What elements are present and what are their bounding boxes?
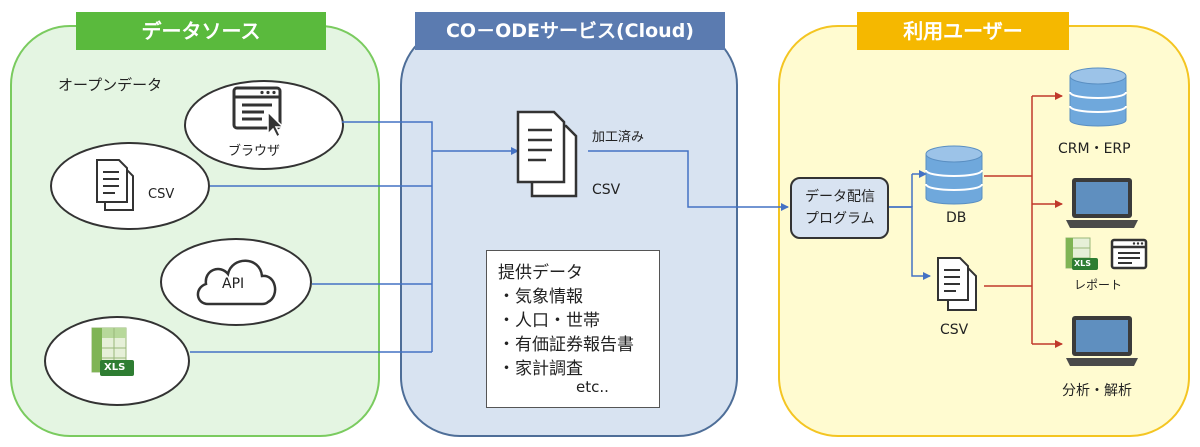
processed-label: 加工済み — [592, 130, 645, 145]
open-data-label: オープンデータ — [58, 76, 163, 94]
provided-data-title: 提供データ — [498, 263, 583, 283]
program-label-line2: プログラム — [805, 211, 875, 227]
service-header: CO－ODEサービス(Cloud) — [415, 12, 725, 50]
source-csv-label: CSV — [148, 187, 175, 202]
user-connectors — [984, 92, 1063, 348]
delivery-program-box — [790, 177, 889, 239]
user-csv-label: CSV — [940, 322, 969, 338]
cloud-icon — [196, 259, 277, 306]
source-xls-label: XLS — [104, 362, 126, 373]
browser-icon — [232, 86, 285, 139]
api-label: API — [222, 276, 245, 292]
provided-etc: etc.. — [576, 378, 609, 396]
report-label: レポート — [1074, 278, 1123, 292]
report-xls-label: XLS — [1074, 259, 1092, 268]
laptop-icon — [1066, 178, 1138, 228]
source-connectors — [190, 121, 931, 353]
report-window-icon — [1110, 238, 1148, 270]
service-csv-label: CSV — [592, 182, 621, 198]
browser-label: ブラウザ — [228, 144, 281, 159]
provided-item-weather: ・気象情報 — [498, 287, 583, 307]
db-label: DB — [946, 210, 967, 226]
provided-item-household: ・家計調査 — [498, 359, 583, 379]
analysis-label: 分析・解析 — [1062, 383, 1132, 399]
data-source-header: データソース — [76, 12, 326, 50]
users-header: 利用ユーザー — [857, 12, 1069, 50]
program-label-line1: データ配信 — [805, 189, 875, 205]
excel-icon — [91, 327, 134, 376]
user-csv-document-icon — [937, 257, 977, 311]
processed-document-icon — [516, 110, 578, 198]
provided-data-box — [486, 250, 660, 408]
document-icon — [96, 159, 134, 211]
crm-erp-label: CRM・ERP — [1058, 141, 1131, 157]
provided-item-securities: ・有価証券報告書 — [498, 335, 634, 355]
analysis-laptop-icon — [1066, 316, 1138, 366]
report-excel-icon — [1065, 237, 1098, 270]
crm-database-icon — [1069, 67, 1127, 127]
database-icon — [925, 145, 983, 205]
provided-item-population: ・人口・世帯 — [498, 311, 600, 331]
